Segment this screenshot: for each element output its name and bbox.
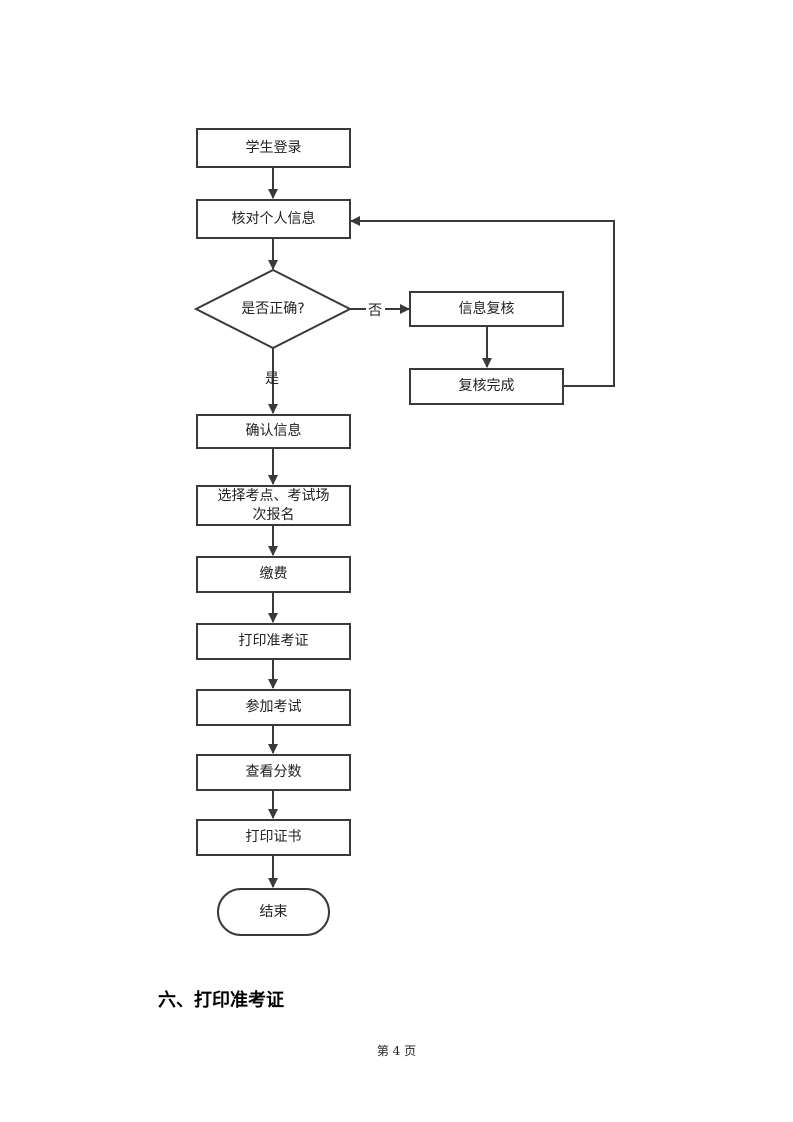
step-print-admission: 打印准考证	[196, 623, 351, 660]
step-confirm-info: 确认信息	[196, 414, 351, 449]
step-recheck: 信息复核	[409, 291, 564, 327]
step-attend-exam-label: 参加考试	[245, 699, 302, 715]
step-pay: 缴费	[196, 556, 351, 593]
step-recheck-label: 信息复核	[458, 300, 515, 317]
page-number: 第 4 页	[376, 1044, 417, 1058]
step-student-login: 学生登录	[196, 128, 351, 168]
step-confirm-info-label: 确认信息	[245, 423, 302, 439]
step-end-label: 结束	[259, 903, 288, 920]
section-heading: 六、打印准考证	[158, 990, 284, 1011]
step-print-certificate-label: 打印证书	[245, 829, 302, 845]
edge-label-no: 否	[368, 303, 382, 319]
step-verify-info-label: 核对个人信息	[231, 210, 316, 227]
step-recheck-done-label: 复核完成	[458, 378, 515, 394]
step-pay-label: 缴费	[259, 566, 288, 582]
step-select-exam: 选择考点、考试场 次报名	[196, 485, 351, 526]
step-print-certificate: 打印证书	[196, 819, 351, 856]
decision-correct-label: 是否正确?	[241, 300, 305, 317]
step-attend-exam: 参加考试	[196, 689, 351, 726]
arrow-done-back-to-verify	[350, 216, 615, 387]
step-print-admission-label: 打印准考证	[238, 633, 309, 649]
edge-label-yes: 是	[265, 371, 279, 387]
step-check-score: 查看分数	[196, 754, 351, 791]
step-recheck-done: 复核完成	[409, 368, 564, 405]
step-select-exam-label: 选择考点、考试场 次报名	[217, 487, 330, 523]
step-student-login-label: 学生登录	[245, 139, 302, 156]
decision-correct: 是否正确?	[216, 296, 330, 322]
step-check-score-label: 查看分数	[245, 764, 302, 780]
step-end: 结束	[217, 888, 330, 936]
step-verify-info: 核对个人信息	[196, 199, 351, 239]
